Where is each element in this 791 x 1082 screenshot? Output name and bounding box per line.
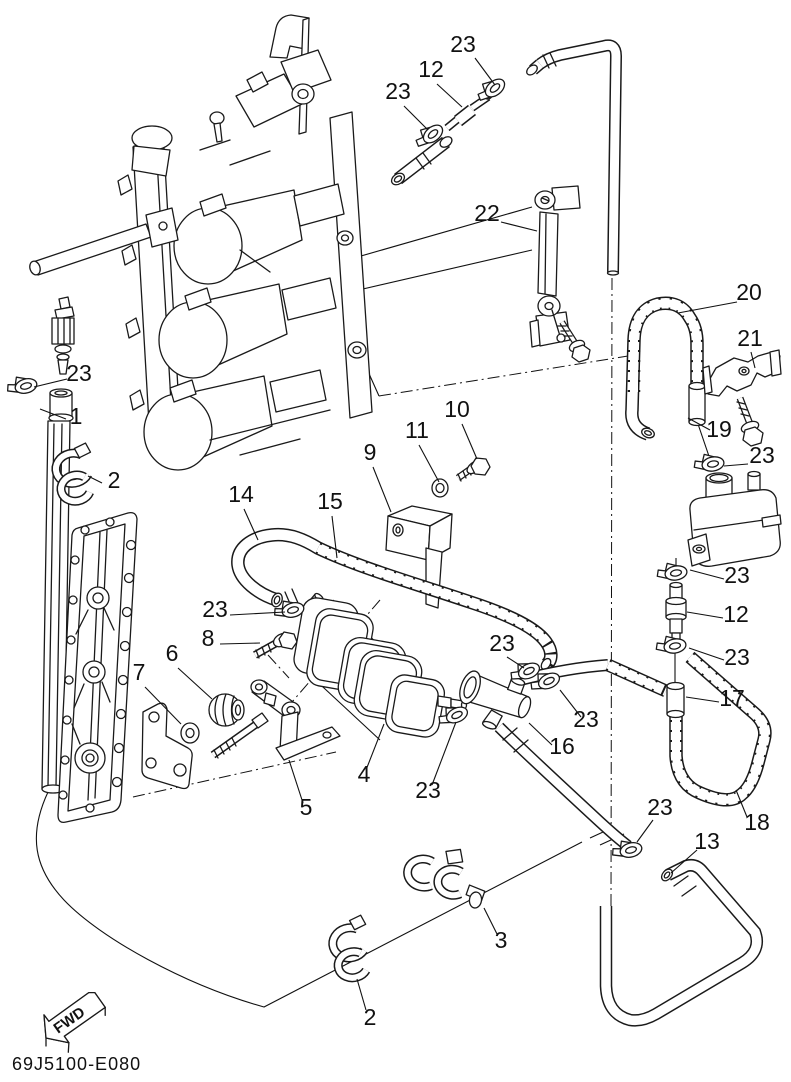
clip-2-upper xyxy=(51,442,94,506)
hose-14-15 xyxy=(231,527,558,671)
callout-3-33: 3 xyxy=(495,927,508,953)
leader-line-15 xyxy=(331,515,338,559)
leader-line-2 xyxy=(403,105,429,131)
leader-line-3 xyxy=(500,221,538,232)
callout-6-21: 6 xyxy=(166,640,179,666)
callout-18-31: 18 xyxy=(744,809,770,835)
cover-plate xyxy=(57,511,138,823)
leader-line-29 xyxy=(288,759,304,804)
callout-14-14: 14 xyxy=(228,481,254,507)
part-code: 69J5100-E080 xyxy=(12,1054,141,1074)
bracket-7-assembly xyxy=(141,631,298,790)
callout-19-10: 19 xyxy=(706,416,732,442)
fwd-arrow: FWD xyxy=(43,991,106,1053)
hose-20-assembly xyxy=(625,296,706,441)
engine-assembly xyxy=(29,14,373,471)
callout-12-1: 12 xyxy=(418,56,444,82)
leader-line-11 xyxy=(372,466,392,513)
sleeve-17 xyxy=(666,681,685,719)
callout-23-12: 23 xyxy=(749,442,775,468)
callout-8-19: 8 xyxy=(202,625,215,651)
leader-line-24 xyxy=(685,696,720,703)
leader-line-30 xyxy=(636,819,654,843)
callout-23-6: 23 xyxy=(66,360,92,386)
fuel-joint-body xyxy=(687,470,782,567)
callout-23-22: 23 xyxy=(724,644,750,670)
leader-line-17 xyxy=(229,611,286,616)
leader-line-7 xyxy=(39,408,67,420)
callout-2-13: 2 xyxy=(108,467,121,493)
callout-4-27: 4 xyxy=(358,761,371,787)
connector-12-right xyxy=(665,581,687,644)
leader-line-10 xyxy=(687,417,711,431)
leader-line-21 xyxy=(177,667,213,700)
callout-15-15: 15 xyxy=(317,488,343,514)
leader-line-14 xyxy=(243,508,259,541)
leader-line-33 xyxy=(483,907,498,935)
clip-2-lower xyxy=(328,914,371,983)
pipe-1-assembly xyxy=(41,296,75,794)
leader-line-18 xyxy=(686,611,724,619)
sleeve-19 xyxy=(688,381,706,427)
callout-12-18: 12 xyxy=(723,601,749,627)
leader-line-12 xyxy=(723,463,749,467)
callout-23-20: 23 xyxy=(489,630,515,656)
callout-23-2: 23 xyxy=(385,78,411,104)
callout-23-16: 23 xyxy=(724,562,750,588)
leader-line-32 xyxy=(670,849,698,874)
callout-16-26: 16 xyxy=(549,733,575,759)
leader-line-9 xyxy=(418,444,440,483)
leader-line-6 xyxy=(33,378,68,388)
leader-line-34 xyxy=(356,978,367,1011)
callout-23-28: 23 xyxy=(415,777,441,803)
leader-line-19 xyxy=(219,642,261,645)
callout-23-0: 23 xyxy=(450,31,476,57)
leader-line-20 xyxy=(506,656,525,669)
leader-line-1 xyxy=(436,83,463,108)
callout-2-34: 2 xyxy=(364,1004,377,1030)
callout-23-17: 23 xyxy=(202,596,228,622)
callout-22-3: 22 xyxy=(474,200,500,226)
bracket-21 xyxy=(702,349,782,447)
callout-7-23: 7 xyxy=(133,659,146,685)
leader-line-0 xyxy=(474,57,496,86)
callout-9-11: 9 xyxy=(364,439,377,465)
leader-line-5 xyxy=(750,351,756,369)
leader-line-13 xyxy=(87,475,103,484)
top-hose-run xyxy=(526,39,623,276)
leader-line-22 xyxy=(688,647,725,661)
leader-line-31 xyxy=(735,789,748,818)
leader-line-23 xyxy=(144,686,182,725)
leader-line-26 xyxy=(528,722,553,746)
bracket-5 xyxy=(250,679,341,761)
callout-20-4: 20 xyxy=(736,279,762,305)
leader-line-25 xyxy=(559,689,582,718)
leader-line-27 xyxy=(365,723,385,771)
callout-1-7: 1 xyxy=(70,403,83,429)
hose-13 xyxy=(599,859,764,1027)
clip-3 xyxy=(403,848,486,909)
callout-17-24: 17 xyxy=(719,685,745,711)
hose-18-assembly xyxy=(605,651,772,807)
canister-4 xyxy=(293,592,468,741)
callout-11-9: 11 xyxy=(405,417,429,443)
callout-5-29: 5 xyxy=(300,794,313,820)
callout-10-8: 10 xyxy=(444,396,470,422)
callout-13-32: 13 xyxy=(694,828,720,854)
callout-23-30: 23 xyxy=(647,794,673,820)
callout-23-25: 23 xyxy=(573,706,599,732)
hose-stub-and-joint-12 xyxy=(390,92,494,186)
leader-line-8 xyxy=(461,423,478,460)
bracket-22 xyxy=(529,185,591,363)
leader-line-28 xyxy=(431,721,457,786)
callout-21-5: 21 xyxy=(737,325,763,351)
leader-line-4 xyxy=(677,301,738,314)
leader-line-16 xyxy=(689,569,725,580)
